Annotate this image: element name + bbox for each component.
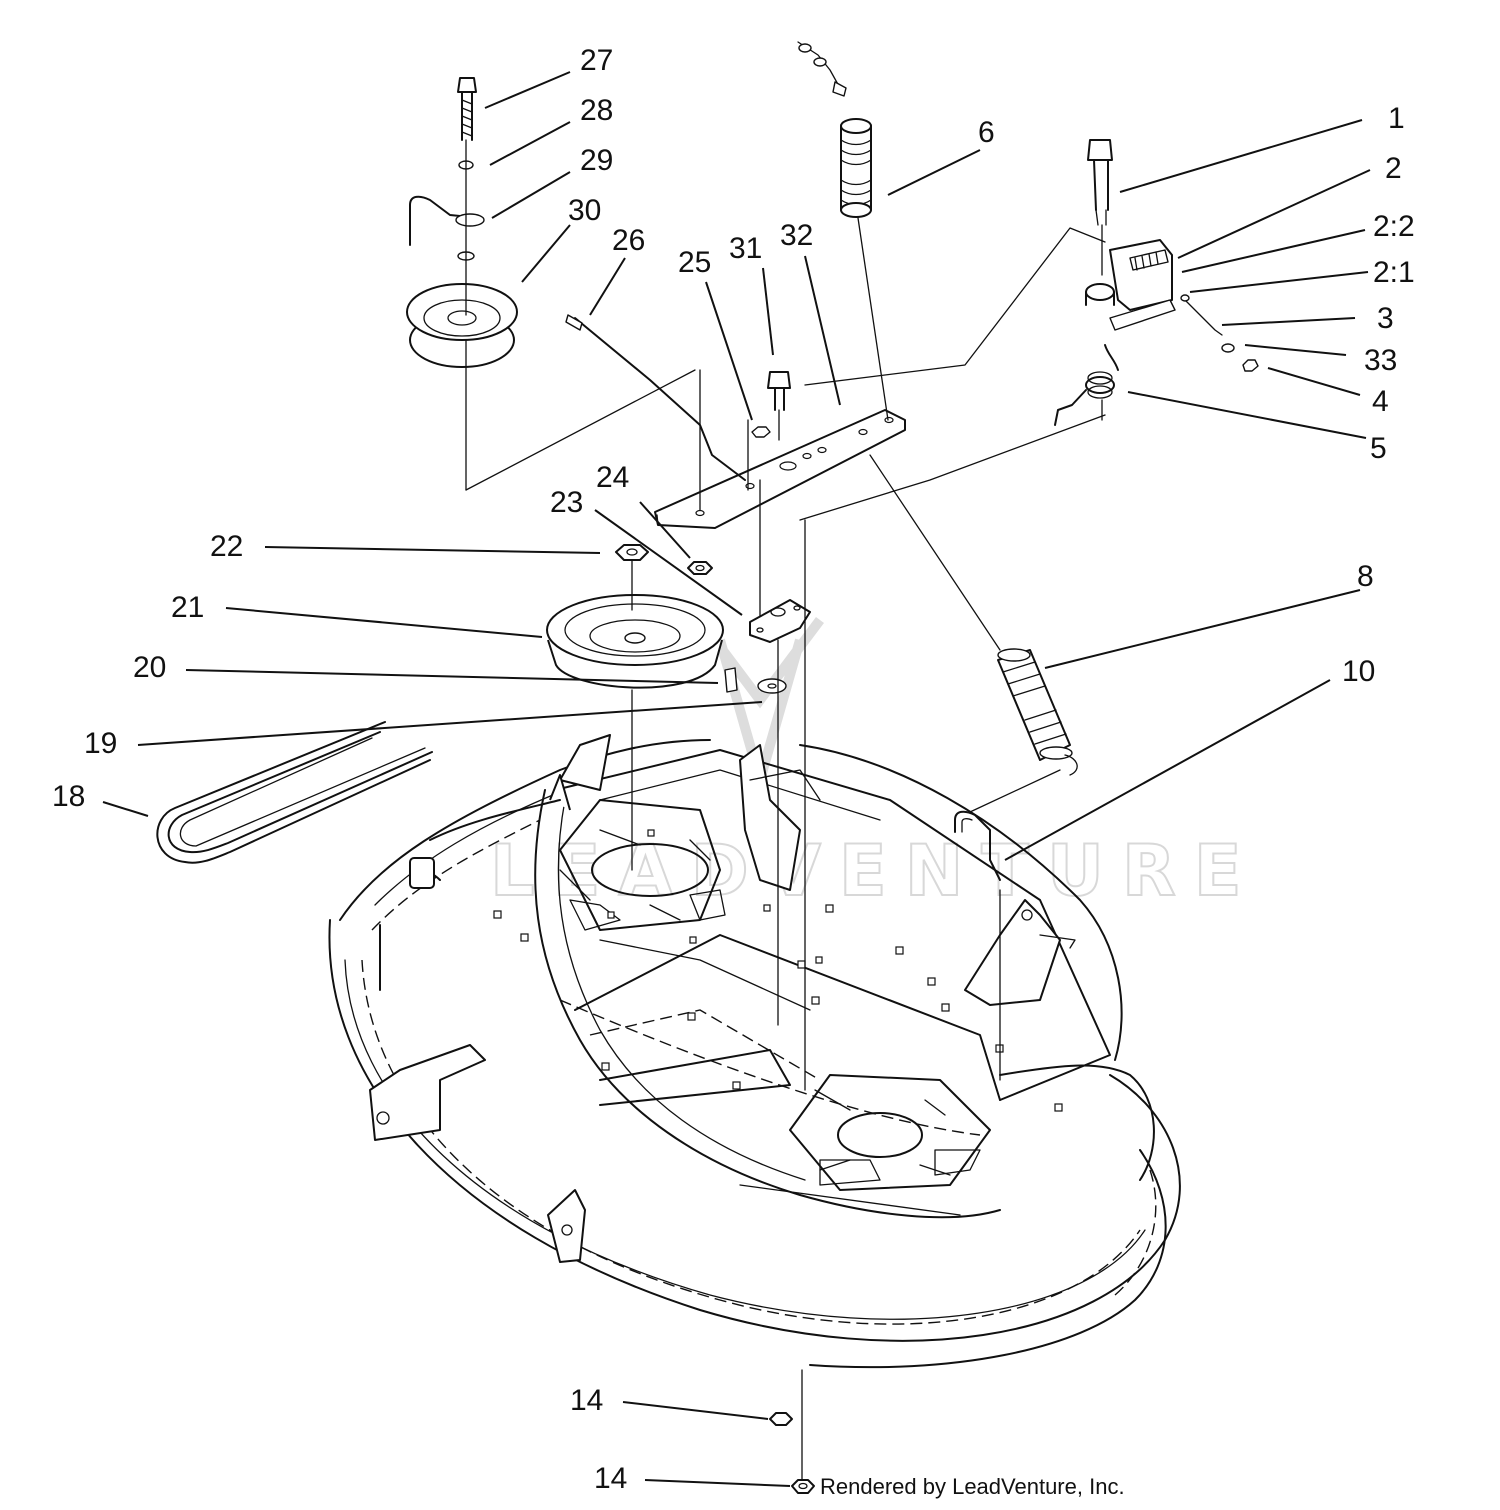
- callout-22: 22: [210, 530, 243, 563]
- callout-27: 27: [580, 44, 613, 77]
- callout-30: 30: [568, 194, 601, 227]
- callout-5: 5: [1370, 432, 1387, 465]
- callout-2-1: 2:1: [1373, 256, 1415, 289]
- callout-23: 23: [550, 486, 583, 519]
- callout-24: 24: [596, 461, 629, 494]
- spring-upper: [797, 41, 889, 421]
- callout-19: 19: [84, 727, 117, 760]
- callout-28: 28: [580, 94, 613, 127]
- callout-2: 2: [1385, 152, 1402, 185]
- mower-belt: [156, 721, 433, 864]
- spring-lower: [869, 454, 1078, 813]
- callout-26: 26: [612, 224, 645, 257]
- callout-21: 21: [171, 591, 204, 624]
- callout-29: 29: [580, 144, 613, 177]
- callout-1: 1: [1388, 102, 1405, 135]
- callout-10: 10: [1342, 655, 1375, 688]
- callout-33: 33: [1364, 344, 1397, 377]
- bracket-assembly: [1054, 139, 1259, 426]
- deck-holes: [493, 829, 1063, 1112]
- callout-2-2: 2:2: [1373, 210, 1415, 243]
- callout-32: 32: [780, 219, 813, 252]
- bottom-nuts: [769, 1369, 815, 1494]
- mower-deck-housing: [328, 734, 1181, 1369]
- callout-25: 25: [678, 246, 711, 279]
- leader-lines: [102, 71, 1371, 1487]
- callout-18: 18: [52, 780, 85, 813]
- callout-8: 8: [1357, 560, 1374, 593]
- rod-bracket: [954, 810, 1001, 1081]
- callout-20: 20: [133, 651, 166, 684]
- callout-3: 3: [1377, 302, 1394, 335]
- idler-arm: [565, 314, 906, 1026]
- callout-4: 4: [1372, 385, 1389, 418]
- watermark-text: LEADVENTURE: [490, 830, 1260, 912]
- watermark: LEADVENTURE: [489, 617, 1260, 913]
- callout-14-lower: 14: [594, 1462, 627, 1495]
- callout-14-upper: 14: [570, 1384, 603, 1417]
- callout-6: 6: [978, 116, 995, 149]
- idler-pulley-upper: [406, 77, 518, 491]
- callout-labels: 27 28 29 30 26 25 31 32 6 1 2 2:2 2:1 3 …: [52, 44, 1415, 1495]
- idler-pulley-lower: [546, 544, 724, 871]
- render-credit: Rendered by LeadVenture, Inc.: [820, 1474, 1125, 1499]
- callout-31: 31: [729, 232, 762, 265]
